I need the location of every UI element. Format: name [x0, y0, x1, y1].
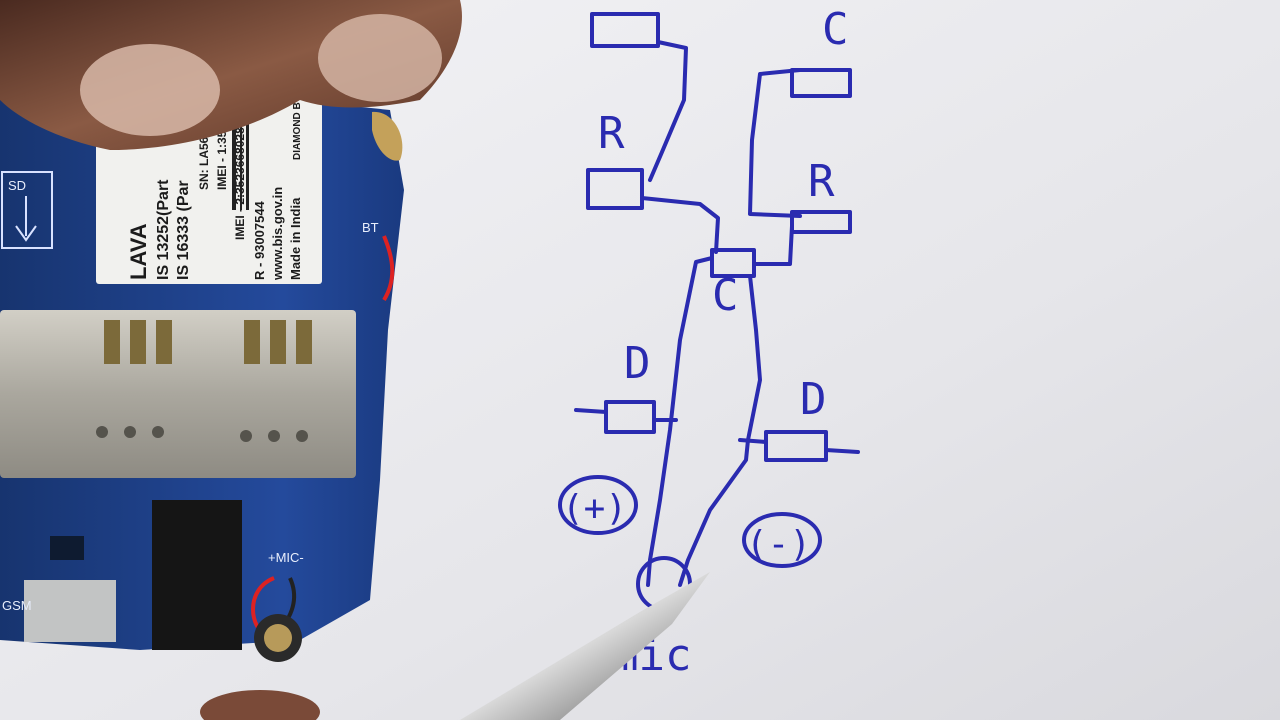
capacitor-center: [710, 248, 756, 278]
silk-mic: +MIC-: [268, 550, 304, 565]
sim-contacts: [104, 320, 312, 364]
sticker-imei1: IMEI - 1:3523: [215, 117, 229, 190]
label-d-right: D: [800, 374, 827, 425]
wire-r-left: [640, 196, 720, 254]
label-r-left: R: [598, 108, 625, 159]
sticker-r-number: R - 93007544: [252, 200, 267, 280]
gold-pad: [372, 111, 403, 161]
silk-sd: SD: [8, 178, 26, 193]
usb-port: [24, 580, 116, 642]
wire-r-right: [752, 224, 794, 266]
label-c-top-right: C: [822, 4, 849, 55]
chip-small: [50, 536, 84, 560]
minus-circle: [742, 512, 822, 568]
bt-wire: [382, 235, 395, 302]
sticker-barcode: [232, 60, 249, 210]
label-r-right: R: [808, 156, 835, 207]
resistor-right: [790, 210, 852, 234]
wire-diode-left: [574, 408, 678, 422]
sd-arrow-icon: [15, 196, 37, 242]
silk-gsm: GSM: [2, 598, 32, 613]
label-c-center: C: [712, 270, 739, 321]
label-d-left: D: [624, 338, 651, 389]
wire-diode-right: [738, 438, 860, 454]
diode-left: [604, 400, 656, 434]
tweezer-tip: [460, 572, 710, 720]
sticker-sn: SN: LA56: [197, 136, 211, 190]
sim-holes: [96, 426, 308, 442]
microphone-center: [264, 624, 292, 652]
sticker-line1: IS 13252(Part: [155, 179, 172, 280]
finger-bottom: [200, 690, 320, 720]
label-plus: (+): [562, 488, 627, 529]
thumbnail: [80, 44, 220, 136]
diode-right: [764, 430, 828, 462]
resistor-left: [586, 168, 644, 210]
sticker-site: www.bis.gov.in: [270, 187, 285, 281]
silk-bt: BT: [362, 220, 379, 235]
sticker-brand: LAVA: [126, 223, 151, 280]
sd-outline: [1, 171, 53, 249]
sim-tray: [0, 310, 356, 478]
label-minus: (-): [746, 524, 811, 565]
fingernail: [318, 14, 442, 102]
wire-right-leg: [678, 274, 762, 587]
sticker-line2: IS 16333 (Par: [175, 180, 192, 280]
sticker-diamond: DIAMOND B: [292, 102, 303, 160]
capacitor-top-left: [590, 12, 660, 48]
wire-top-right: [748, 68, 802, 218]
battery-connector: [152, 500, 242, 650]
plus-circle: [558, 475, 638, 535]
wire-top-left: [648, 40, 688, 182]
capacitor-top-right: [790, 68, 852, 98]
sticker-made: Made in India: [288, 197, 303, 280]
